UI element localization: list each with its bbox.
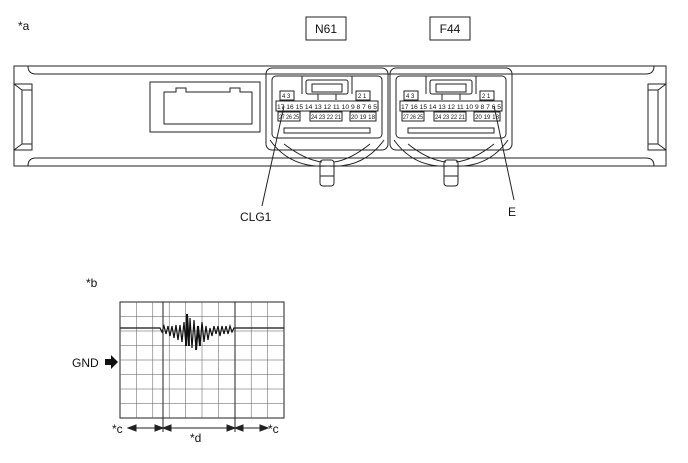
pin-label: 2 1 bbox=[358, 94, 367, 100]
ecu-body bbox=[13, 65, 667, 167]
pin-label: 4 3 bbox=[406, 94, 415, 100]
connector-name-n61: N61 bbox=[315, 22, 337, 36]
right-arrow-icon bbox=[105, 355, 118, 369]
range-label-c-left: *c bbox=[112, 422, 123, 436]
view-label-b: *b bbox=[86, 276, 98, 290]
pin-label: 27 26 25 bbox=[403, 115, 424, 121]
pin-label: 4 3 bbox=[282, 94, 291, 100]
callout-line-e bbox=[493, 105, 515, 201]
range-label-d: *d bbox=[190, 431, 201, 445]
pin-label: 17 16 15 14 13 12 11 10 9 8 7 6 5 bbox=[401, 105, 502, 111]
pin-label: 27 26 25 bbox=[279, 115, 300, 121]
view-label-a: *a bbox=[18, 19, 30, 33]
pin-label: 24 23 22 21 bbox=[435, 115, 466, 121]
connector-f44 bbox=[389, 67, 513, 187]
pin-label: 24 23 22 21 bbox=[311, 115, 342, 121]
connector-name-box bbox=[305, 16, 347, 41]
connector-name-box bbox=[429, 16, 471, 41]
callout-line-clg1 bbox=[261, 105, 285, 207]
pin-label: 20 19 18 bbox=[351, 115, 376, 121]
range-label-c-right: *c bbox=[268, 422, 279, 436]
connector-name-f44: F44 bbox=[440, 22, 461, 36]
connector-n61 bbox=[265, 67, 389, 187]
terminal-label-e: E bbox=[508, 205, 516, 219]
gnd-label: GND bbox=[72, 356, 99, 370]
pin-label: 17 16 15 14 13 12 11 10 9 8 7 6 5 bbox=[277, 105, 378, 111]
oscilloscope-screen bbox=[119, 301, 285, 419]
pin-label: 2 1 bbox=[482, 94, 491, 100]
terminal-label-clg1: CLG1 bbox=[240, 210, 272, 224]
pin-label: 20 19 18 bbox=[475, 115, 500, 121]
time-range-markers bbox=[126, 302, 270, 432]
